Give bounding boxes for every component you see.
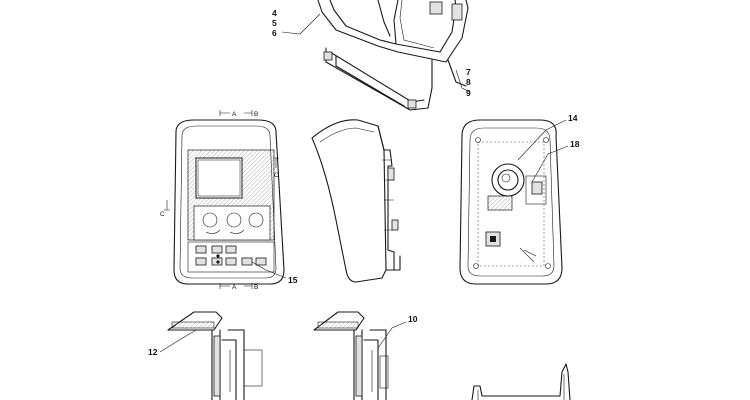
callout-8: 8 xyxy=(466,77,471,87)
callout-14: 14 xyxy=(568,113,578,123)
section-mark-a-bottom: A xyxy=(232,284,237,291)
callout-18: 18 xyxy=(570,139,580,149)
section-marks-top: A B xyxy=(219,110,258,118)
back-view-panel xyxy=(459,119,563,285)
top-bracket-assembly xyxy=(317,0,469,111)
section-mark-c-left: C xyxy=(160,211,165,218)
front-view-buttons xyxy=(195,245,267,266)
callout-9: 9 xyxy=(466,88,471,98)
leader-12 xyxy=(159,329,197,353)
leader-15 xyxy=(251,261,287,279)
callout-6: 6 xyxy=(272,28,277,38)
leader-7-9 xyxy=(455,69,471,93)
leader-18 xyxy=(531,145,569,183)
callout-7: 7 xyxy=(466,67,471,77)
callout-5: 5 xyxy=(272,18,277,28)
section-marks-c: C C xyxy=(160,157,279,218)
section-marks-bottom: A B xyxy=(219,283,258,291)
section-mark-a-top: A xyxy=(232,111,237,118)
section-mark-b-top: B xyxy=(254,111,258,118)
callout-12: 12 xyxy=(148,347,158,357)
front-view-panel xyxy=(173,119,285,285)
callout-15: 15 xyxy=(288,275,298,285)
leader-14 xyxy=(517,119,567,161)
section-mark-c-right: C xyxy=(274,172,279,179)
callout-4: 4 xyxy=(272,8,277,18)
section-view-a xyxy=(167,311,263,400)
leader-10 xyxy=(377,321,407,349)
section-view-b xyxy=(313,311,389,400)
side-view-panel xyxy=(311,119,401,283)
section-mark-b-bottom: B xyxy=(254,284,258,291)
section-view-c xyxy=(471,363,571,400)
callout-10: 10 xyxy=(408,314,418,324)
leader-4-6 xyxy=(281,13,321,35)
